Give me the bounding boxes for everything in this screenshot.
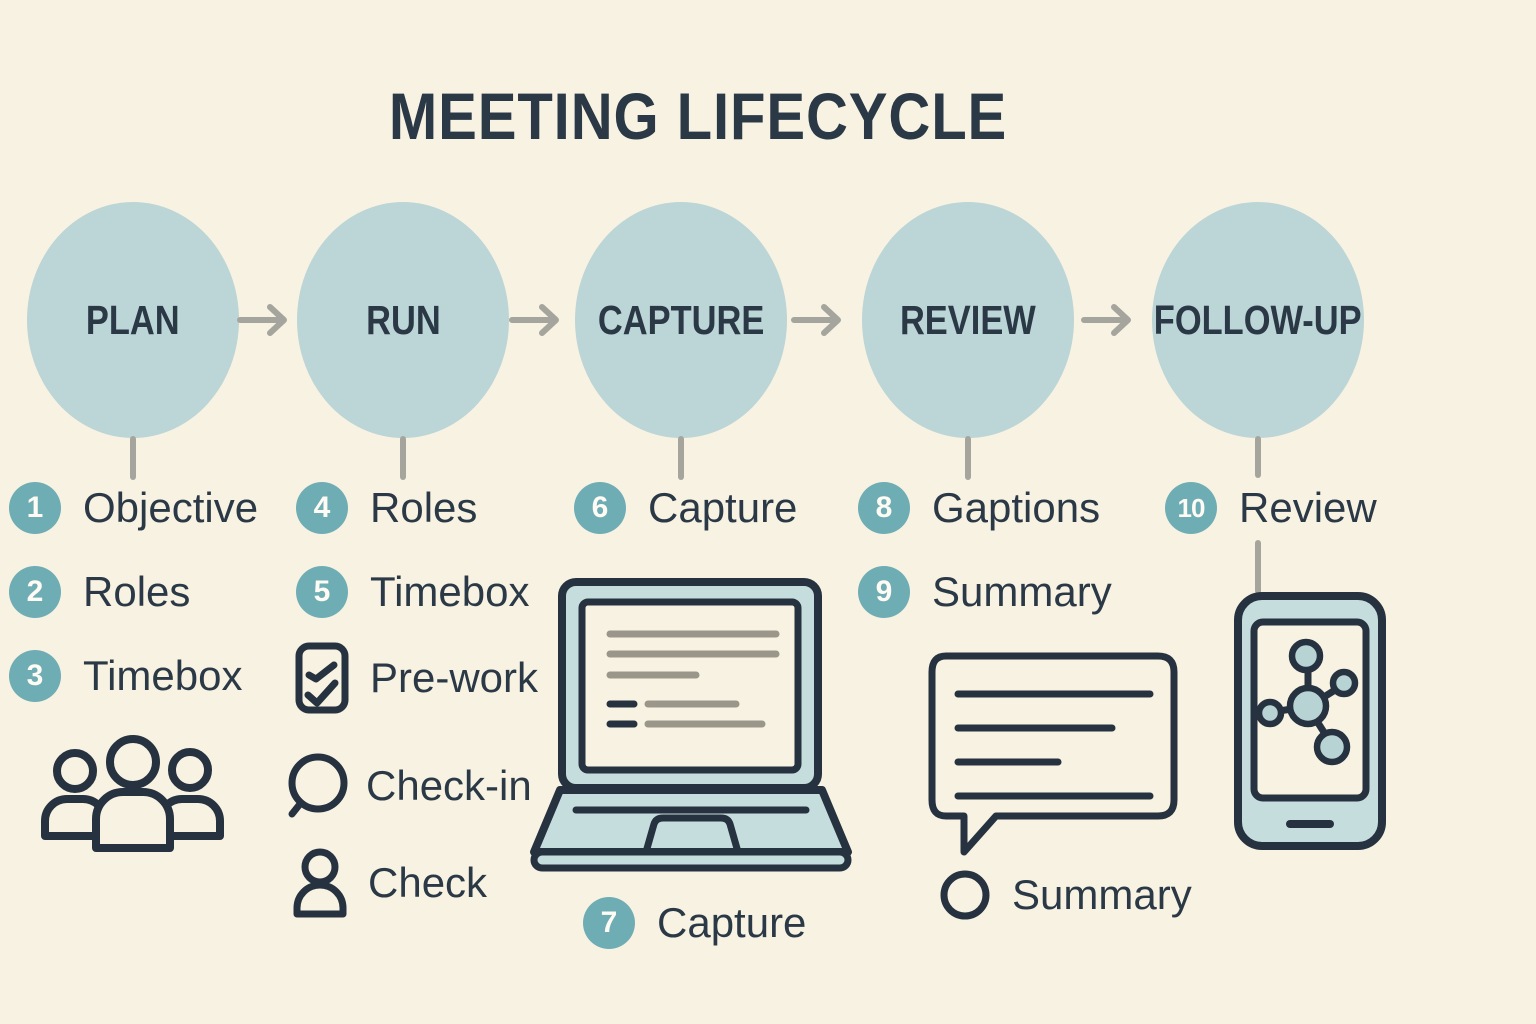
- phone-network-icon: [1234, 592, 1386, 855]
- step-badge-9: 9: [858, 566, 910, 618]
- list-item-objective: 1 Objective: [9, 482, 258, 534]
- item-label-check: Check: [368, 859, 488, 906]
- item-label-review: Review: [1239, 484, 1377, 531]
- list-item-roles-plan: 2 Roles: [9, 566, 190, 618]
- laptop-icon: [530, 578, 852, 879]
- item-label-checkin: Check-in: [366, 762, 532, 809]
- step-badge-1: 1: [9, 482, 61, 534]
- people-icon: [40, 726, 225, 871]
- step-badge-4: 4: [296, 482, 348, 534]
- arrow-capture-to-review-icon: [791, 301, 848, 339]
- step-badge-6: 6: [574, 482, 626, 534]
- step-badge-3: 3: [9, 650, 61, 702]
- stage-followup-label: FOLLOW-UP: [1154, 296, 1362, 343]
- item-label-summary-circle: Summary: [1012, 871, 1192, 918]
- item-label-timebox-plan: Timebox: [83, 652, 243, 699]
- step-badge-7: 7: [583, 897, 635, 949]
- list-item-summary-9: 9 Summary: [858, 566, 1112, 618]
- stage-review: REVIEW: [862, 202, 1074, 438]
- stage-capture: CAPTURE: [575, 202, 787, 438]
- stage-capture-label: CAPTURE: [597, 296, 765, 343]
- item-label-capture-6: Capture: [648, 484, 798, 531]
- list-item-checkin: Check-in: [288, 753, 532, 819]
- item-label-prework: Pre-work: [370, 654, 539, 701]
- list-item-timebox-plan: 3 Timebox: [9, 650, 243, 702]
- item-label-summary-9: Summary: [932, 568, 1112, 615]
- connector-plan: [130, 436, 136, 480]
- connector-followup-upper: [1255, 436, 1261, 478]
- step-badge-8: 8: [858, 482, 910, 534]
- item-label-timebox-run: Timebox: [370, 568, 530, 615]
- connector-capture: [678, 436, 684, 480]
- speech-bubble-icon: [288, 753, 348, 819]
- step-badge-5: 5: [296, 566, 348, 618]
- list-item-summary-circle: Summary: [940, 869, 1192, 921]
- person-icon: [293, 848, 347, 918]
- list-item-timebox-run: 5 Timebox: [296, 566, 530, 618]
- stage-run: RUN: [297, 202, 509, 438]
- connector-review: [965, 436, 971, 480]
- list-item-capture-6: 6 Capture: [574, 482, 797, 534]
- arrow-run-to-capture-icon: [509, 301, 566, 339]
- item-label-objective: Objective: [83, 484, 259, 531]
- list-item-review: 10 Review: [1165, 482, 1377, 534]
- step-badge-2: 2: [9, 566, 61, 618]
- arrow-review-to-followup-icon: [1081, 301, 1138, 339]
- list-item-prework: Pre-work: [295, 642, 539, 714]
- list-item-capture-7: 7 Capture: [583, 897, 806, 949]
- circle-icon: [940, 869, 990, 921]
- item-label-roles-plan: Roles: [83, 568, 191, 615]
- checklist-icon: [295, 642, 349, 714]
- connector-run: [400, 436, 406, 480]
- page-title: MEETING LIFECYCLE: [388, 79, 1008, 153]
- step-badge-10: 10: [1165, 482, 1217, 534]
- list-item-gaptions: 8 Gaptions: [858, 482, 1100, 534]
- item-label-roles-run: Roles: [370, 484, 478, 531]
- item-label-gaptions: Gaptions: [932, 484, 1101, 531]
- list-item-roles-run: 4 Roles: [296, 482, 477, 534]
- list-item-check: Check: [293, 848, 488, 918]
- arrow-plan-to-run-icon: [237, 301, 294, 339]
- stage-followup: FOLLOW-UP: [1152, 202, 1364, 438]
- connector-followup-lower: [1255, 540, 1261, 594]
- stage-review-label: REVIEW: [900, 296, 1036, 343]
- stage-plan: PLAN: [27, 202, 239, 438]
- speech-bubble-large-icon: [928, 652, 1178, 859]
- stage-run-label: RUN: [365, 296, 441, 343]
- item-label-capture-7: Capture: [657, 899, 807, 946]
- stage-plan-label: PLAN: [86, 296, 180, 343]
